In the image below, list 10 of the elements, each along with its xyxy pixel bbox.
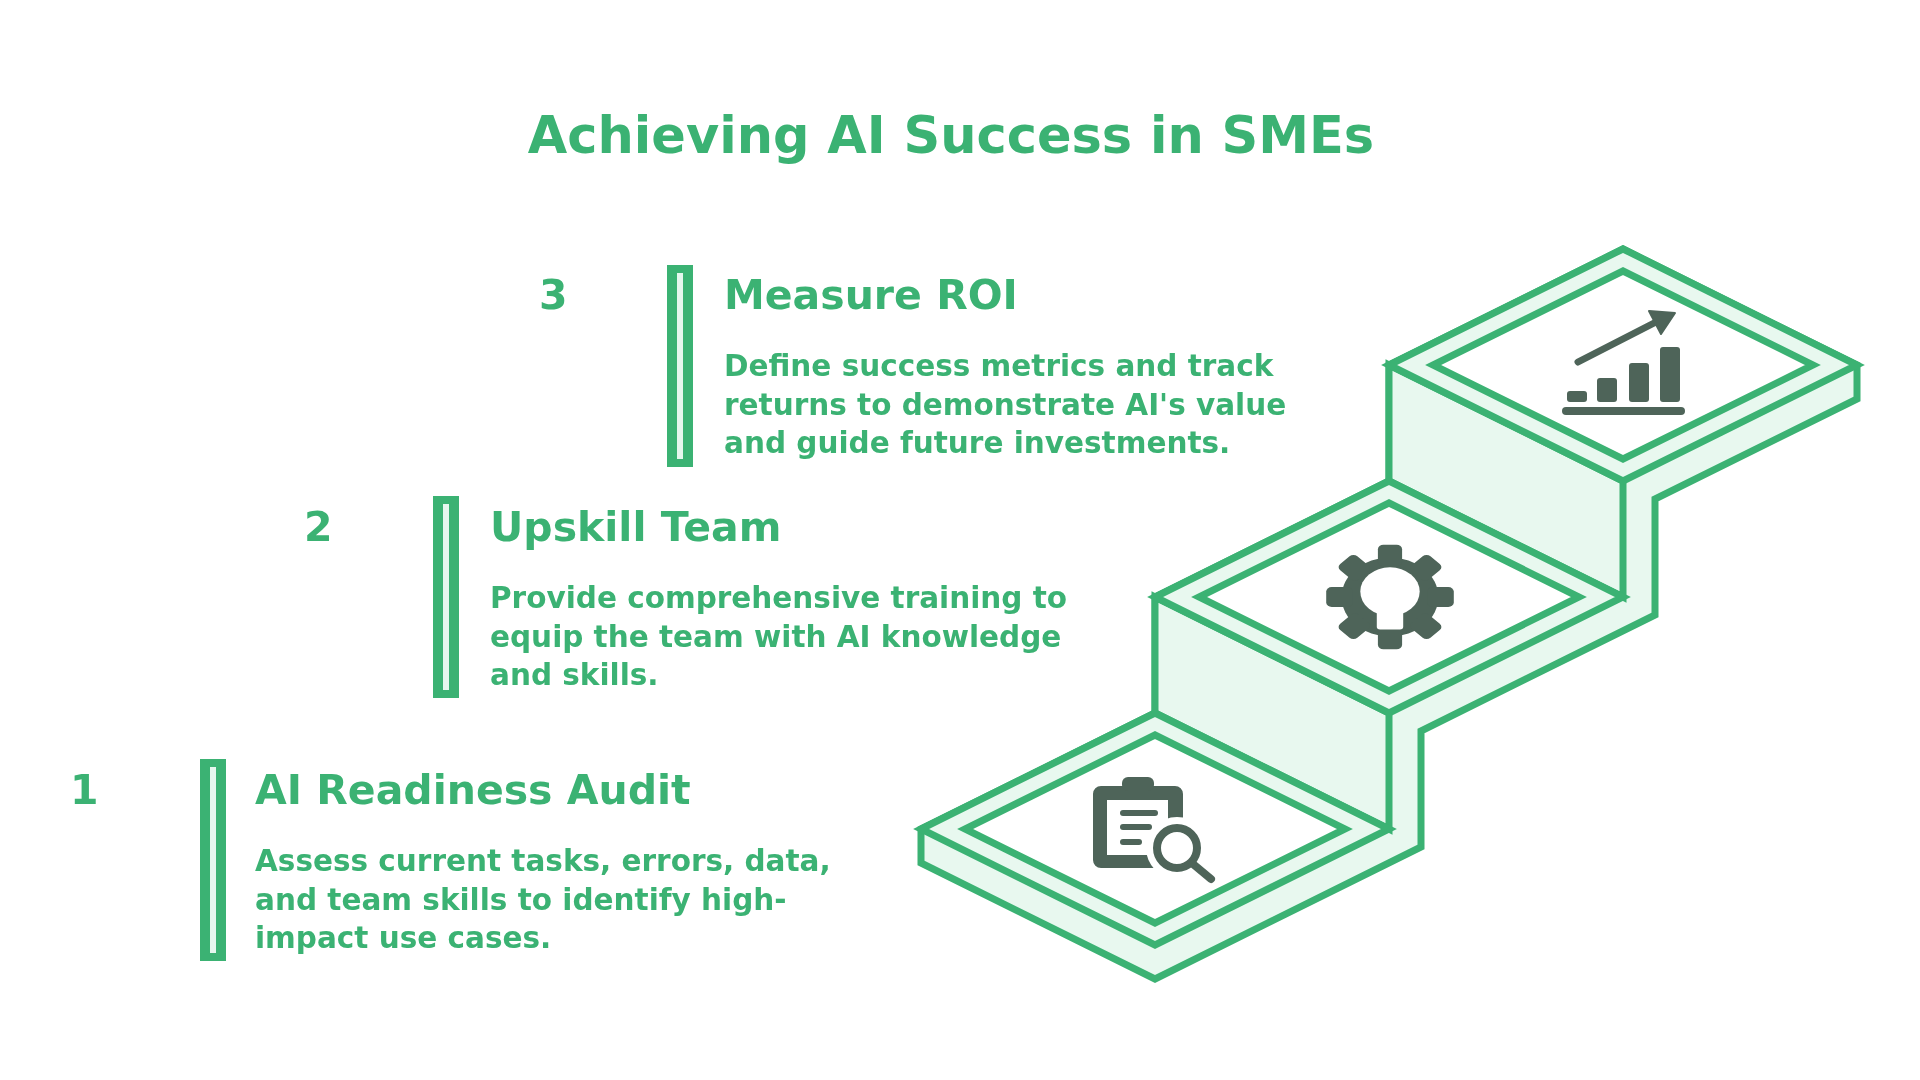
step-heading: Measure ROI [724, 270, 1018, 320]
step-number: 1 [70, 765, 99, 815]
step-number: 3 [539, 270, 568, 320]
diagram-title: Achieving AI Success in SMEs [527, 106, 1375, 166]
step-heading: AI Readiness Audit [255, 765, 691, 815]
step-description: Assess current tasks, errors, data, and team skills to identify high-impact use cases. [255, 843, 832, 957]
step-heading: Upskill Team [490, 502, 782, 552]
step-description: Define success metrics and track returns to demonstrate AI's value and guide future investments. [724, 348, 1288, 462]
step-number: 2 [304, 502, 333, 552]
step-description: Provide comprehensive training to equip the team with AI knowledge and skills. [490, 580, 1069, 694]
